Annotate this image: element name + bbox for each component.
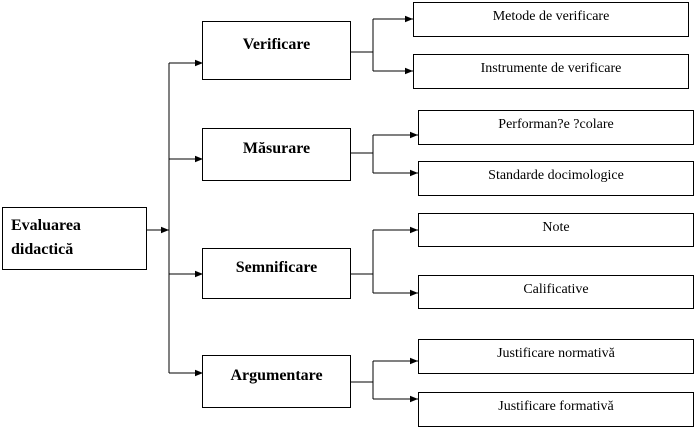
- root-node: Evaluarea didactică: [2, 207, 147, 270]
- leaf-label: Standarde docimologice: [488, 168, 624, 183]
- leaf-performante-scolare: Performan?e ?colare: [418, 110, 694, 145]
- category-label: Măsurare: [242, 139, 311, 157]
- category-semnificare: Semnificare: [202, 248, 351, 299]
- leaf-label: Metode de verificare: [492, 9, 610, 24]
- leaf-label: Note: [542, 220, 570, 235]
- leaf-instrumente-de-verificare: Instrumente de verificare: [413, 54, 689, 89]
- leaf-calificative: Calificative: [418, 275, 694, 309]
- root-label-line2: didactică: [11, 241, 74, 258]
- leaf-label: Justificare normativă: [497, 346, 615, 361]
- leaf-label: Calificative: [523, 282, 589, 297]
- leaf-label: Instrumente de verificare: [480, 61, 622, 76]
- category-label: Verificare: [242, 35, 311, 53]
- category-verificare: Verificare: [202, 21, 351, 80]
- root-label-line1: Evaluarea: [11, 217, 81, 234]
- category-argumentare: Argumentare: [202, 355, 351, 408]
- category-label: Argumentare: [230, 366, 323, 384]
- leaf-justificare-normativa: Justificare normativă: [418, 339, 694, 374]
- category-label: Semnificare: [235, 258, 318, 276]
- leaf-label: Performan?e ?colare: [498, 117, 614, 132]
- leaf-standarde-docimologice: Standarde docimologice: [418, 161, 694, 196]
- leaf-label: Justificare formativă: [498, 399, 614, 414]
- leaf-metode-de-verificare: Metode de verificare: [413, 2, 689, 37]
- leaf-note: Note: [418, 213, 694, 247]
- category-masurare: Măsurare: [202, 128, 351, 181]
- leaf-justificare-formativa: Justificare formativă: [418, 392, 694, 427]
